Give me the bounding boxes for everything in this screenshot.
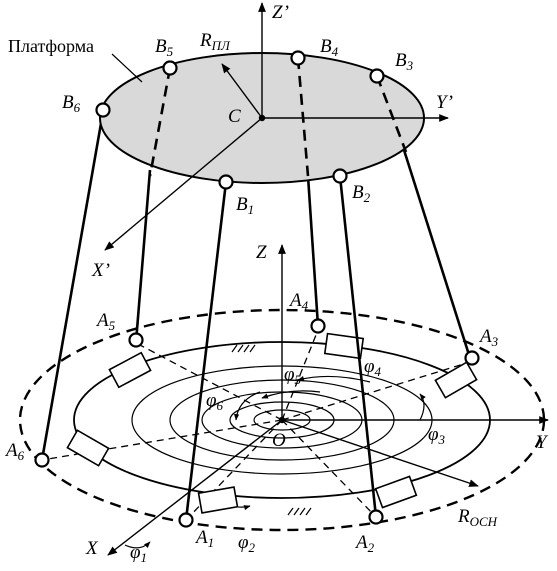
leg-a6-b6 — [40, 111, 105, 461]
label-a4: A4 — [288, 290, 309, 313]
label-y: Y — [536, 432, 549, 453]
x-axis — [107, 419, 283, 556]
joint-b1 — [218, 174, 234, 190]
label-r-osn: ROCH — [457, 506, 498, 529]
leg-a2-b2 — [338, 175, 378, 518]
ground-hatch-top — [231, 344, 256, 353]
joint-a5 — [128, 332, 144, 348]
label-phi5: φ5 — [284, 364, 302, 387]
label-z: Z — [256, 242, 267, 263]
label-a5: A5 — [95, 310, 116, 333]
label-b5: B5 — [155, 36, 174, 59]
label-c: C — [228, 106, 241, 127]
actuator-a3 — [434, 361, 478, 399]
x-prime-axis — [104, 117, 263, 251]
joint-b5 — [162, 60, 178, 76]
r-osn-vector — [281, 419, 479, 487]
c-point — [258, 114, 266, 122]
actuator-a5 — [108, 351, 152, 389]
joint-a1 — [178, 512, 194, 528]
label-b1: B1 — [236, 194, 254, 217]
joint-b3 — [369, 68, 385, 84]
label-a3: A3 — [478, 326, 499, 349]
ground-hatch-bottom — [287, 507, 312, 516]
label-r-pl: RПЛ — [199, 30, 231, 53]
joint-a3 — [464, 350, 480, 366]
leg-a4-b4 — [306, 175, 320, 327]
label-x-prime: X’ — [91, 260, 110, 281]
actuator-a6 — [66, 429, 110, 467]
label-b4: B4 — [320, 36, 339, 59]
base-radial-lines — [41, 329, 471, 521]
phi3-arc — [419, 393, 426, 421]
label-z-prime: Z’ — [272, 2, 289, 23]
actuator-a1 — [197, 486, 239, 514]
label-a1: A1 — [194, 527, 214, 550]
leg-a1-b1 — [184, 181, 228, 521]
joint-b6 — [95, 102, 111, 118]
label-y-prime: Y’ — [436, 92, 453, 113]
label-b3: B3 — [395, 50, 414, 73]
leg-a3-b3 — [402, 149, 472, 359]
label-o: O — [272, 430, 286, 451]
label-a2: A2 — [354, 532, 375, 555]
label-phi6: φ6 — [206, 390, 224, 413]
label-b6: B6 — [62, 92, 81, 115]
label-phi3: φ3 — [428, 424, 446, 447]
joint-a6 — [34, 452, 50, 468]
phi1-arc — [124, 541, 151, 549]
leg-b5-hidden — [148, 67, 172, 177]
phi5-arc — [261, 390, 321, 399]
joint-a4 — [310, 318, 326, 334]
actuator-a2 — [374, 475, 418, 509]
joint-b2 — [332, 168, 348, 184]
platform-label: Платформа — [8, 36, 94, 56]
actuator-a4 — [323, 332, 365, 360]
label-a6: A6 — [4, 440, 25, 463]
leg-b4-hidden — [296, 57, 310, 177]
label-phi1: φ1 — [130, 542, 147, 565]
joint-a2 — [368, 509, 384, 525]
label-x: X — [85, 538, 99, 559]
platform-leader-line — [111, 53, 143, 83]
leg-b3-hidden — [375, 75, 408, 153]
leg-a5-b5 — [134, 169, 152, 343]
o-point — [278, 416, 286, 424]
phi6-arc — [233, 391, 261, 421]
label-b2: B2 — [352, 182, 371, 205]
label-phi4: φ4 — [364, 356, 382, 379]
joint-b4 — [290, 50, 306, 66]
r-pl-vector — [221, 63, 263, 119]
label-phi2: φ2 — [238, 532, 256, 555]
